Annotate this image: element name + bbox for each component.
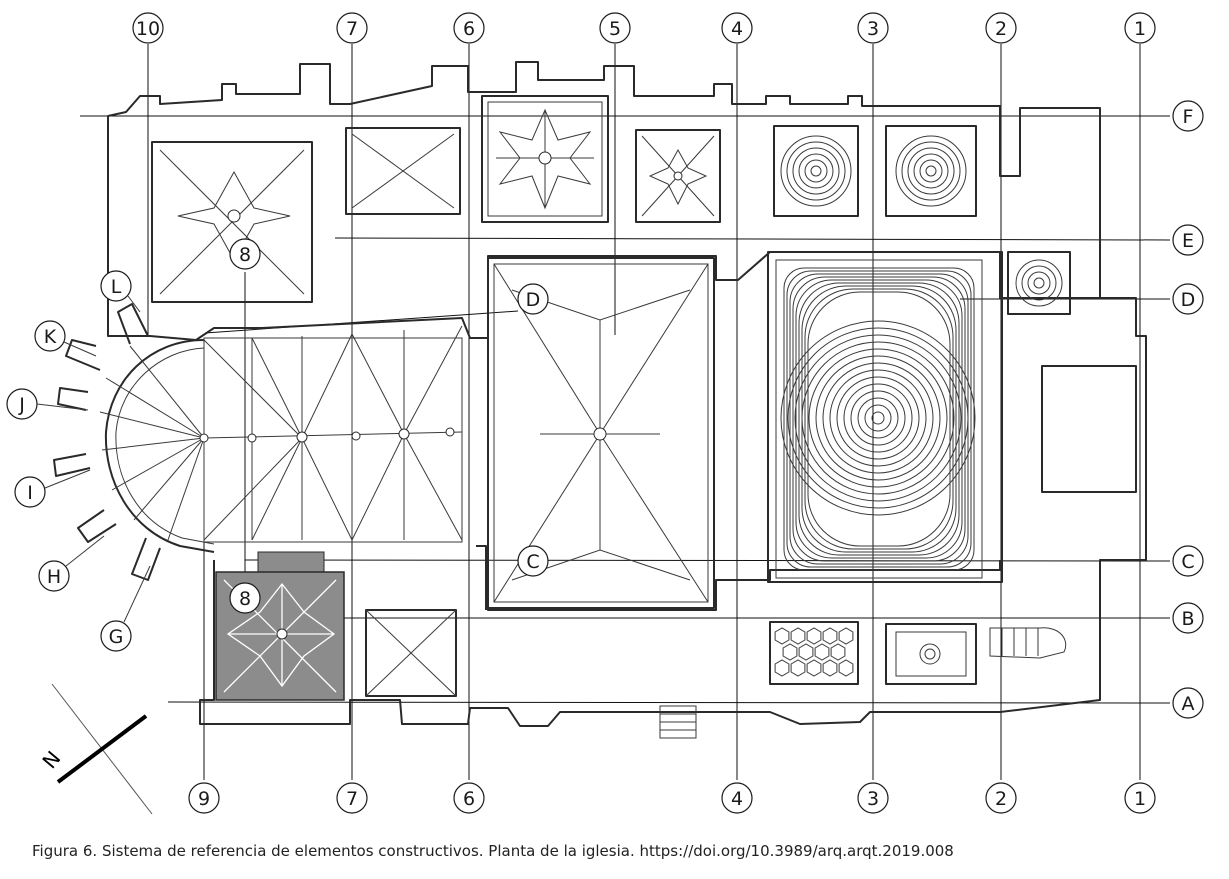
axis-bubble: E	[1172, 224, 1204, 256]
axis-bottom-label: 6	[463, 788, 475, 810]
dome-chapel	[767, 251, 1003, 583]
axis-bubble: 8	[229, 582, 261, 614]
axis-right-label: C	[1181, 551, 1194, 573]
axis-top-label: 7	[346, 18, 358, 40]
apse-label: L	[111, 276, 122, 298]
north-arrow: N	[37, 683, 153, 815]
axis-bubble: K	[34, 320, 66, 352]
axis-bubble: 3	[857, 12, 889, 44]
axis-bubble: C	[1172, 545, 1204, 577]
axis-bubble: 6	[453, 12, 485, 44]
axis-bottom-label: 7	[346, 788, 358, 810]
axis-bottom-label: 9	[198, 788, 210, 810]
axis-top-label: 3	[867, 18, 879, 40]
apse-label: H	[47, 566, 61, 588]
axis-bubble: G	[100, 620, 132, 652]
interior-label: 8	[239, 588, 251, 610]
axis-bubble: 6	[453, 782, 485, 814]
axis-right-label: D	[1181, 289, 1196, 311]
axis-bottom-label: 2	[995, 788, 1007, 810]
interior-label: C	[526, 551, 539, 573]
apse-axis-labels: L K J I H G	[6, 270, 151, 652]
crossing-vault	[487, 257, 715, 609]
axis-right-label: E	[1182, 230, 1194, 252]
axis-bubble: 7	[336, 12, 368, 44]
axis-right-label: A	[1182, 693, 1195, 715]
axis-bubble: 7	[336, 782, 368, 814]
axis-bubble: 2	[985, 12, 1017, 44]
axis-top-label: 1	[1134, 18, 1146, 40]
axis-bubble: 8	[229, 238, 261, 270]
axis-bubble: F	[1172, 100, 1204, 132]
axis-top-label: 10	[136, 18, 160, 40]
axis-bubble: A	[1172, 687, 1204, 719]
shaded-chapel	[215, 551, 345, 701]
axis-top-label: 4	[731, 18, 743, 40]
axis-bottom-label: 3	[867, 788, 879, 810]
outer-walls	[107, 61, 1147, 727]
axis-right-label: B	[1181, 608, 1194, 630]
axis-bubble: 9	[188, 782, 220, 814]
figure-caption: Figura 6. Sistema de referencia de eleme…	[32, 842, 954, 860]
apse-label: K	[44, 326, 57, 348]
axis-bottom-label: 1	[1134, 788, 1146, 810]
right-axis-labels: F E D C B A	[1172, 100, 1204, 719]
axis-bottom-label: 4	[731, 788, 743, 810]
axis-bubble: 4	[721, 782, 753, 814]
axis-bubble: 4	[721, 12, 753, 44]
axis-top-label: 2	[995, 18, 1007, 40]
axis-bubble: B	[1172, 602, 1204, 634]
nave-vaults	[199, 325, 463, 543]
axis-bubble: D	[517, 283, 549, 315]
axis-bubble: I	[14, 476, 46, 508]
axis-top-label: 6	[463, 18, 475, 40]
axis-bubble: 2	[985, 782, 1017, 814]
top-axis-labels: 10 7 6 5 4 3 2 1	[132, 12, 1156, 44]
axis-bubble: 10	[132, 12, 164, 44]
interior-axis-labels: 8 D C 8	[229, 238, 549, 614]
axis-bubble: 1	[1124, 12, 1156, 44]
axis-bubble: 5	[599, 12, 631, 44]
axis-bubble: 3	[857, 782, 889, 814]
north-label: N	[37, 746, 65, 773]
side-chapels	[151, 95, 1137, 697]
axis-bubble: L	[100, 270, 132, 302]
axis-top-label: 5	[609, 18, 621, 40]
apse-label: I	[27, 482, 33, 504]
axis-bubble: H	[38, 560, 70, 592]
bottom-axis-labels: 9 7 6 4 3 2 1	[188, 782, 1156, 814]
axis-bubble: D	[1172, 283, 1204, 315]
stairs	[659, 627, 1067, 739]
apse-label: J	[18, 394, 25, 416]
axis-bubble: 1	[1124, 782, 1156, 814]
interior-label: D	[526, 289, 541, 311]
axis-bubble: C	[517, 545, 549, 577]
axis-bubble: J	[6, 388, 38, 420]
axis-right-label: F	[1183, 106, 1194, 128]
apse	[53, 303, 215, 581]
apse-label: G	[109, 626, 124, 648]
interior-label: 8	[239, 244, 251, 266]
